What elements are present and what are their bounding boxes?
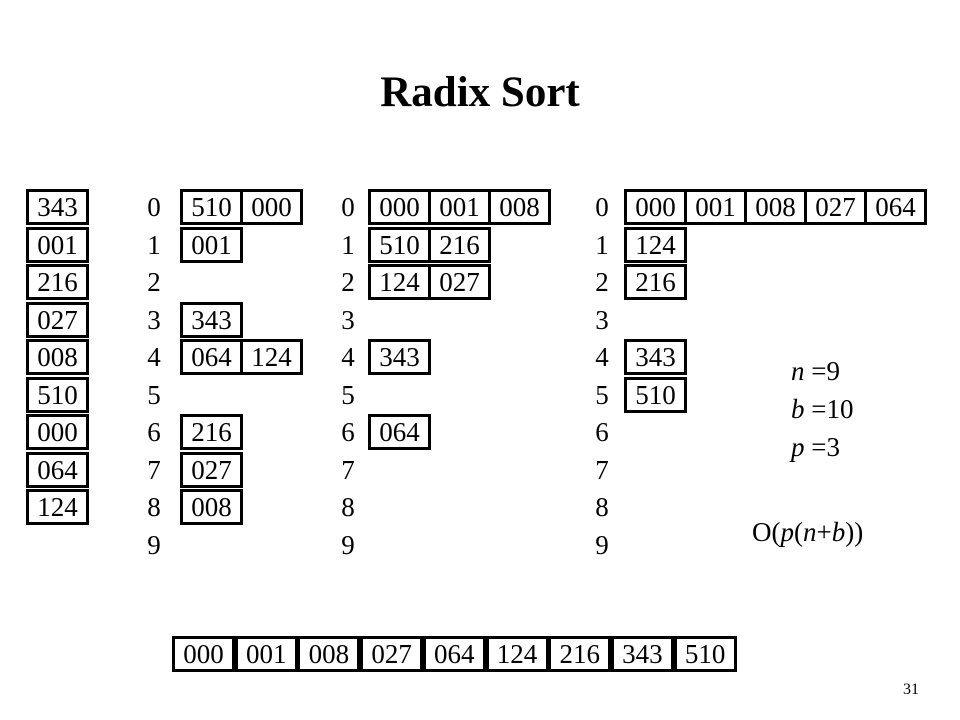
param-b-var: b: [791, 394, 805, 424]
param-b-value: =10: [811, 394, 854, 424]
param-n: n =9: [791, 356, 840, 386]
pass3-bucket-cell: 001: [684, 189, 747, 225]
param-p-value: =3: [811, 432, 840, 462]
complexity-n: n: [803, 517, 817, 547]
pass3-bucket-cell: 216: [624, 264, 687, 300]
pass3-digit-label: 8: [595, 492, 609, 522]
pass2-digit-label: 7: [341, 454, 355, 485]
input-cell: 027: [26, 301, 89, 338]
pass1-bucket-cell: 027: [180, 451, 243, 488]
pass1-bucket-cell: 510: [180, 189, 243, 225]
input-cell: 001: [26, 226, 89, 263]
pass3-bucket-cell: 124: [624, 226, 687, 263]
pass2-digit-label: 0: [341, 192, 355, 222]
pass3-bucket-cell: 064: [864, 189, 927, 225]
pass2-bucket-cell: 216: [428, 226, 491, 263]
input-cell: 000: [26, 414, 89, 450]
pass2-bucket-cell: 064: [368, 414, 431, 450]
pass1-digit-label: 4: [147, 342, 161, 372]
sorted-cell: 343: [610, 636, 674, 672]
sorted-cell: 008: [297, 636, 361, 672]
param-n-var: n: [791, 356, 805, 386]
pass2-bucket-cell: 001: [428, 189, 491, 225]
pass3-digit-label: 1: [595, 229, 609, 260]
pass1-digit-label: 0: [147, 192, 161, 222]
pass2-bucket-cell: 510: [368, 226, 431, 263]
pass1-digit-label: 9: [147, 529, 161, 560]
pass1-digit-label: 1: [147, 229, 161, 260]
pass2-digit-label: 9: [341, 529, 355, 560]
param-p: p =3: [791, 432, 840, 462]
pass1-bucket-cell: 216: [180, 414, 243, 450]
pass3-digit-label: 2: [595, 267, 609, 297]
pass1-digit-label: 8: [147, 492, 161, 522]
param-n-value: =9: [811, 356, 840, 386]
pass3-digit-label: 4: [595, 342, 609, 372]
pass1-digit-label: 2: [147, 267, 161, 297]
pass3-bucket-cell: 027: [804, 189, 867, 225]
pass2-digit-label: 1: [341, 229, 355, 260]
pass2-bucket-cell: 343: [368, 339, 431, 375]
pass2-digit-label: 3: [341, 304, 355, 335]
pass1-digit-label: 6: [147, 417, 161, 447]
pass3-digit-label: 7: [595, 454, 609, 485]
pass2-bucket-cell: 027: [428, 264, 491, 300]
complexity-p: p: [780, 517, 795, 547]
complexity-post: )): [845, 517, 864, 547]
pass2-bucket-cell: 000: [368, 189, 431, 225]
pass2-bucket-cell: 008: [488, 189, 551, 225]
input-cell: 008: [26, 339, 89, 375]
sorted-cell: 027: [360, 636, 424, 672]
pass1-digit-label: 3: [147, 304, 161, 335]
pass3-bucket-cell: 343: [624, 339, 687, 375]
pass2-digit-label: 4: [341, 342, 355, 372]
pass1-digit-label: 5: [147, 379, 161, 410]
pass2-bucket-cell: 124: [368, 264, 431, 300]
input-cell: 343: [26, 189, 89, 225]
pass1-bucket-cell: 000: [240, 189, 303, 225]
sorted-cell: 000: [172, 636, 235, 672]
pass2-digit-label: 5: [341, 379, 355, 410]
param-b: b =10: [791, 394, 853, 424]
pass1-digit-label: 7: [147, 454, 161, 485]
sorted-cell: 124: [485, 636, 549, 672]
pass1-bucket-cell: 064: [180, 339, 243, 375]
param-p-var: p: [791, 432, 805, 462]
complexity-formula: O(p(n+b)): [752, 517, 863, 547]
pass3-digit-label: 0: [595, 192, 609, 222]
pass1-bucket-cell: 124: [240, 339, 303, 375]
pass2-digit-label: 8: [341, 492, 355, 522]
pass3-bucket-cell: 000: [624, 189, 687, 225]
pass2-digit-label: 6: [341, 417, 355, 447]
pass3-digit-label: 9: [595, 529, 609, 560]
pass3-bucket-cell: 510: [624, 376, 687, 413]
pass3-digit-label: 3: [595, 304, 609, 335]
pass3-bucket-cell: 008: [744, 189, 807, 225]
pass1-bucket-cell: 001: [180, 226, 243, 263]
sorted-cell: 510: [673, 636, 737, 672]
pass3-digit-label: 6: [595, 417, 609, 447]
input-cell: 064: [26, 451, 89, 488]
input-cell: 124: [26, 489, 89, 525]
complexity-mid: (: [794, 517, 803, 547]
pass1-bucket-cell: 008: [180, 489, 243, 525]
sorted-cell: 216: [548, 636, 612, 672]
pass2-digit-label: 2: [341, 267, 355, 297]
input-cell: 216: [26, 264, 89, 300]
page-number: 31: [903, 681, 919, 698]
input-cell: 510: [26, 376, 89, 413]
complexity-pre: O(: [752, 517, 781, 547]
sorted-cell: 064: [422, 636, 486, 672]
pass3-digit-label: 5: [595, 379, 609, 410]
sorted-cell: 001: [234, 636, 298, 672]
pass1-bucket-cell: 343: [180, 301, 243, 338]
complexity-b: b: [831, 517, 846, 547]
slide-title: Radix Sort: [380, 69, 580, 116]
complexity-plus: +: [816, 517, 832, 547]
